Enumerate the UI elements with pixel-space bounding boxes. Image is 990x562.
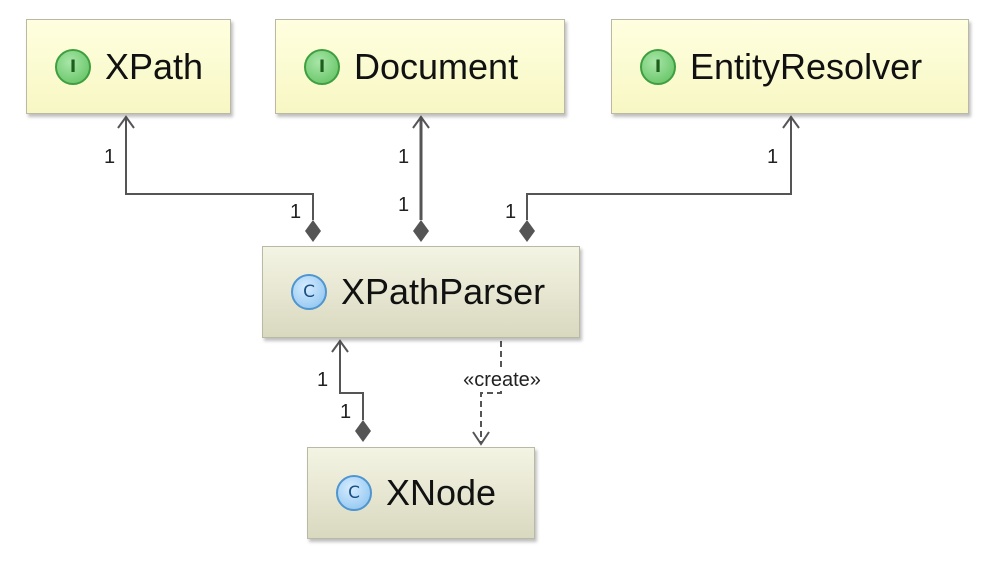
stereotype-label: «create»: [463, 369, 541, 391]
edge-line: [125, 117, 314, 220]
box-name: EntityResolver: [690, 45, 923, 87]
source-multiplicity: 1: [340, 401, 351, 423]
open-arrowhead: [782, 115, 800, 129]
composition-diamond: [305, 220, 321, 242]
edge-xnode-parser: 1 1: [317, 339, 371, 442]
class-icon: C: [336, 475, 372, 511]
target-multiplicity: 1: [104, 146, 115, 168]
target-multiplicity: 1: [398, 146, 409, 168]
source-multiplicity: 1: [290, 201, 301, 223]
edge-parser-document: 1 1: [398, 115, 430, 242]
stereotype-label-bg: [450, 369, 554, 391]
interface-box-xpath[interactable]: I XPath: [26, 19, 231, 114]
composition-diamond: [355, 420, 371, 442]
source-multiplicity: 1: [398, 194, 409, 216]
edge-line: [526, 117, 792, 220]
class-box-xpath-parser[interactable]: C XPathParser: [262, 246, 580, 338]
box-name: XNode: [386, 472, 497, 513]
box-name: XPath: [105, 45, 204, 87]
edge-line: [339, 341, 364, 420]
dashed-line: [480, 341, 502, 444]
interface-icon: I: [304, 48, 340, 85]
open-arrowhead: [472, 431, 490, 446]
interface-icon: I: [55, 48, 91, 85]
open-arrowhead: [331, 339, 349, 353]
box-name: Document: [354, 45, 519, 87]
composition-diamond: [413, 220, 429, 242]
target-multiplicity: 1: [767, 146, 778, 168]
composition-diamond: [519, 220, 535, 242]
interface-box-document[interactable]: I Document: [275, 19, 565, 114]
open-arrowhead: [117, 115, 135, 129]
interface-box-entity-resolver[interactable]: I EntityResolver: [611, 19, 969, 114]
open-arrowhead: [412, 115, 430, 129]
class-icon: C: [291, 274, 327, 310]
edge-create-dependency: «create»: [450, 341, 554, 446]
source-multiplicity: 1: [505, 201, 516, 223]
interface-icon: I: [640, 48, 676, 85]
edge-parser-xpath: 1 1: [104, 115, 321, 242]
edge-parser-entity-resolver: 1 1: [505, 115, 800, 242]
class-box-xnode[interactable]: C XNode: [307, 447, 535, 539]
target-multiplicity: 1: [317, 369, 328, 391]
box-name: XPathParser: [341, 271, 546, 312]
